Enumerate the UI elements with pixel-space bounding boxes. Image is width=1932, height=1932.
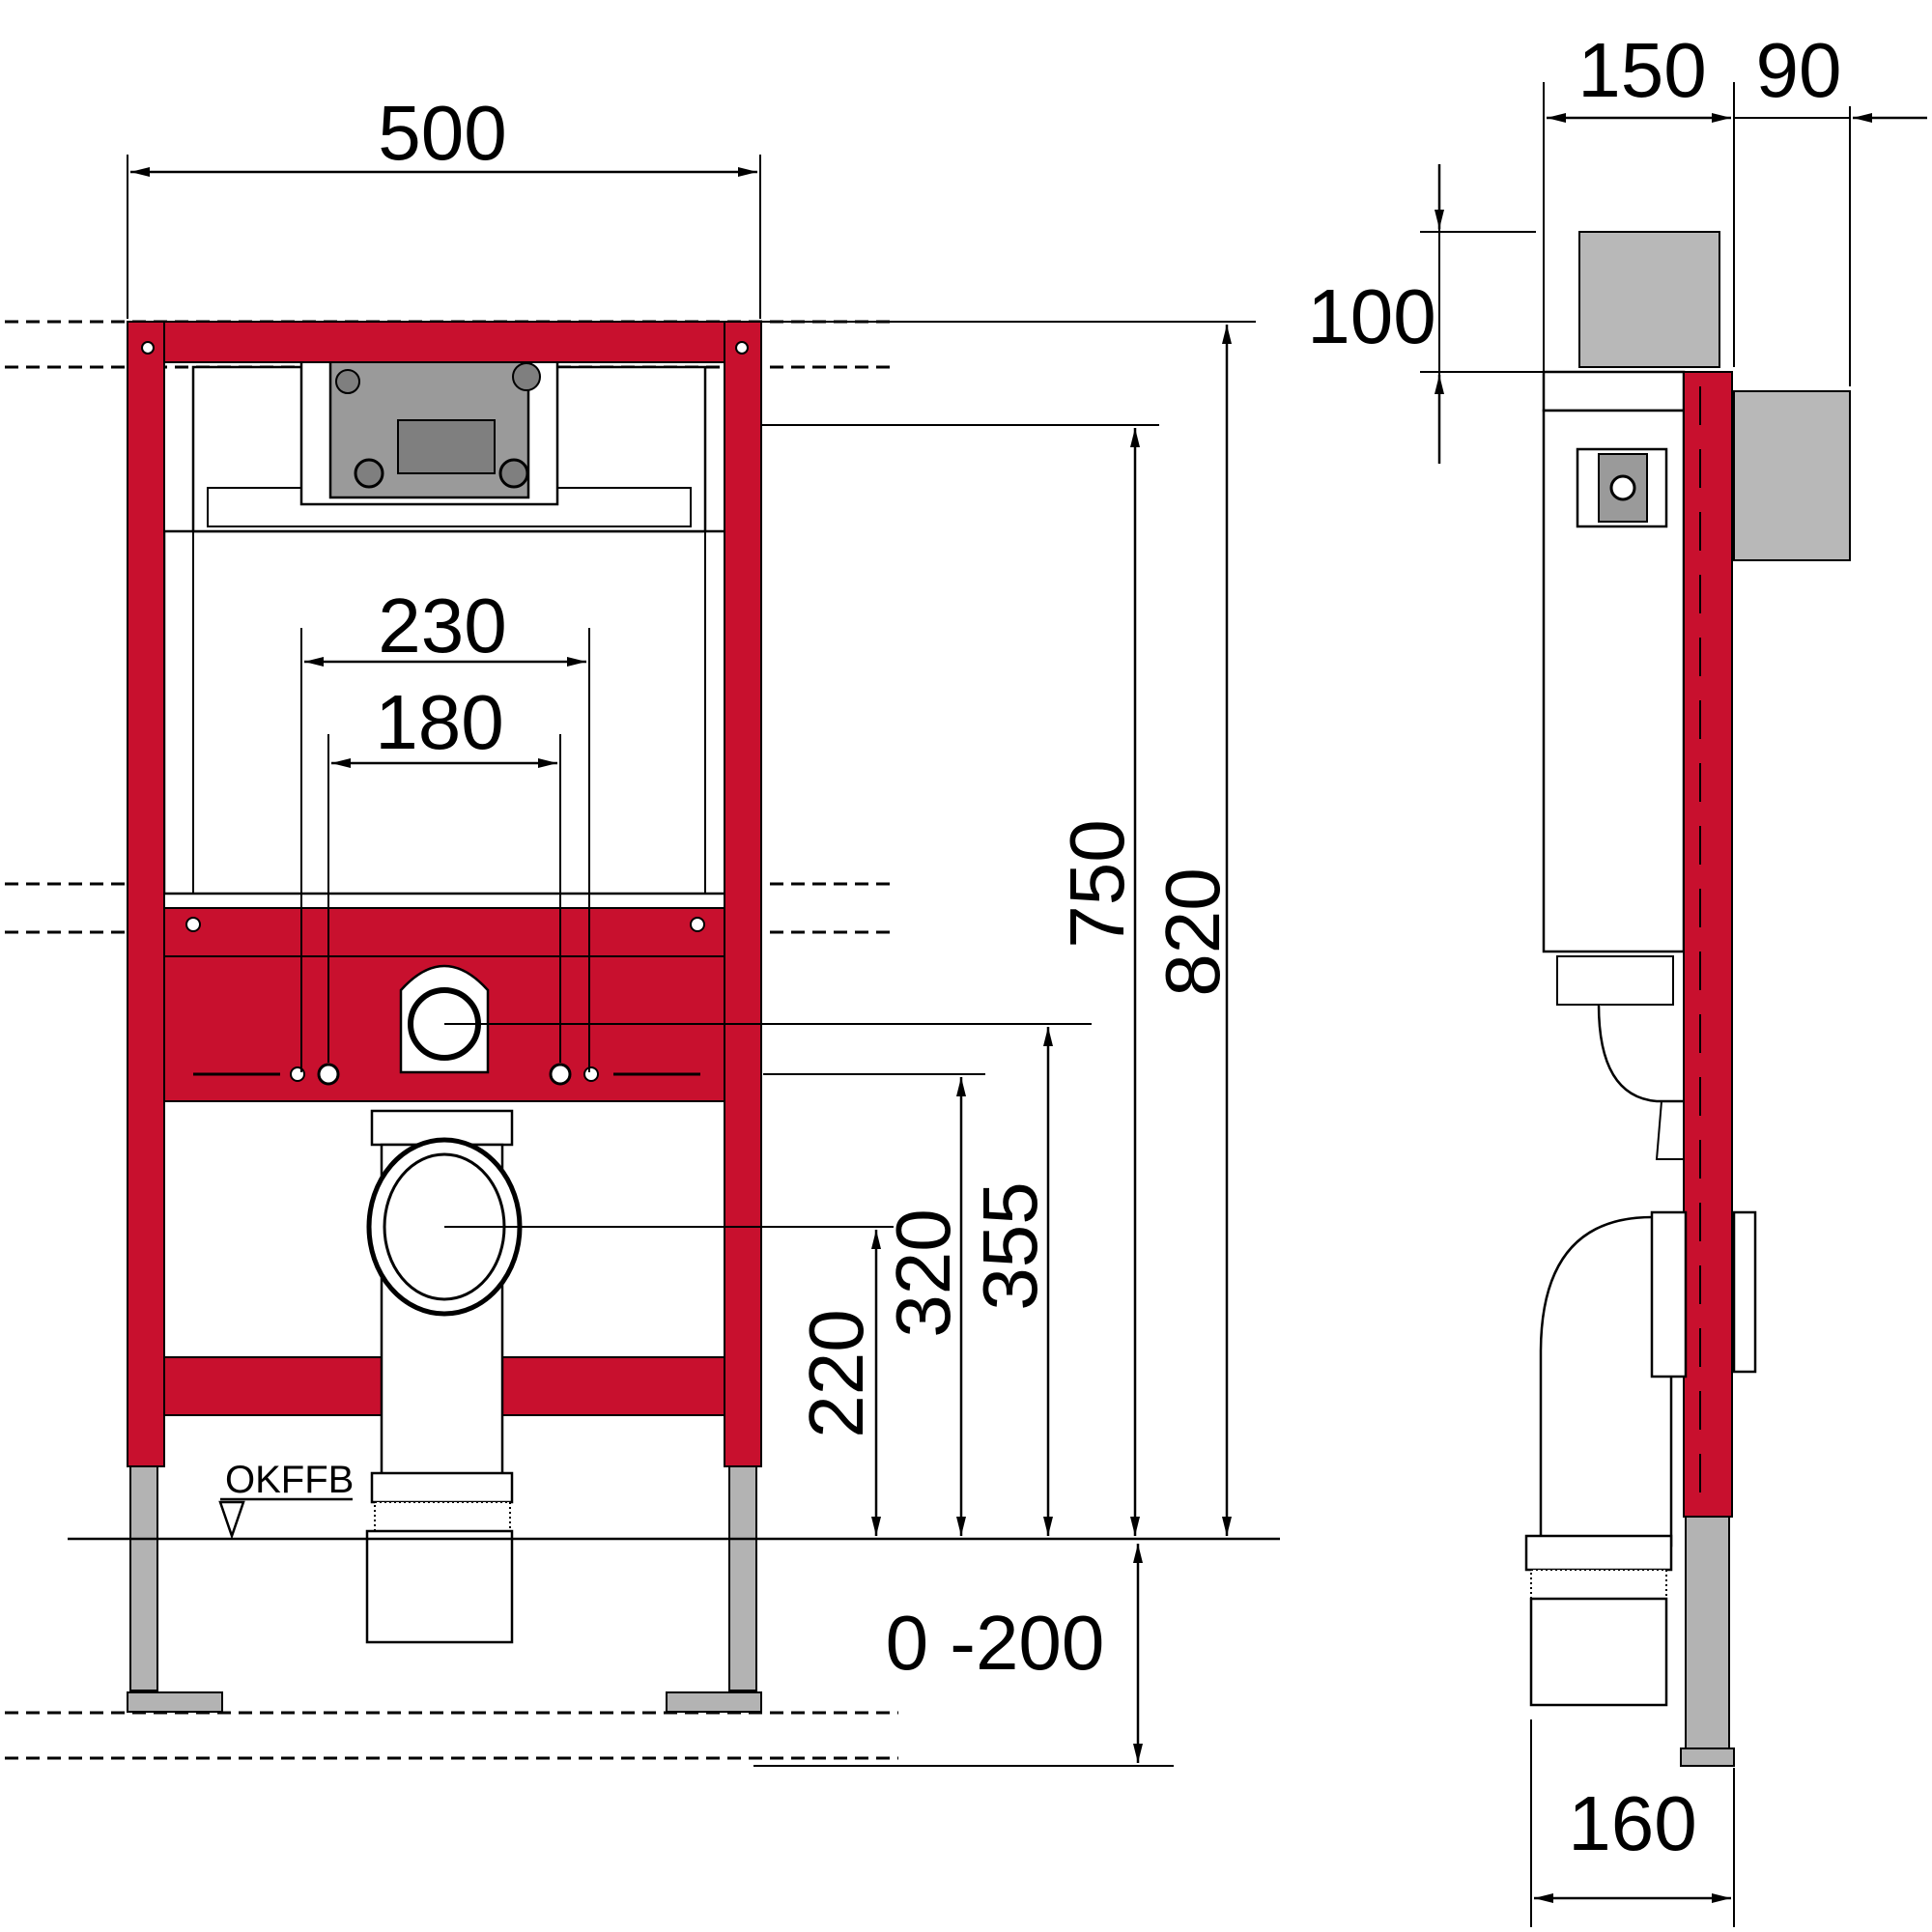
dim-range-0-200: 0 -200 (886, 1600, 1105, 1686)
waste-connection (365, 1109, 523, 1644)
floor-reference-label: OKFFB (225, 1459, 354, 1501)
dim-height-220: 220 (793, 1309, 879, 1437)
dim-depth-160: 160 (1568, 1780, 1696, 1866)
dim-height-100: 100 (1307, 273, 1435, 359)
dim-height-320: 320 (880, 1208, 966, 1337)
dim-height-820: 820 (1150, 867, 1236, 996)
dim-width-500: 500 (378, 90, 506, 176)
side-dimensions: 150 90 100 160 (1307, 27, 1927, 1927)
dim-height-355: 355 (967, 1181, 1053, 1310)
side-view (1524, 231, 1851, 1767)
flush-pipe-opening (399, 964, 490, 1074)
side-upper-block (1578, 231, 1720, 368)
dim-depth-150: 150 (1577, 27, 1706, 113)
dim-height-750: 750 (1054, 819, 1140, 948)
frame-legs (127, 1465, 762, 1713)
front-dimensions: 500 230 180 820 750 355 320 220 (127, 90, 1256, 1767)
front-view: OKFFB (68, 321, 1280, 1713)
dim-span-180: 180 (375, 679, 503, 765)
side-red-frame (1683, 371, 1733, 1518)
dim-span-230: 230 (378, 582, 506, 668)
floor-reference-marker: OKFFB (218, 1459, 354, 1540)
flush-plate (299, 336, 559, 506)
side-wall-block (1733, 390, 1851, 561)
dim-depth-90: 90 (1756, 27, 1842, 113)
